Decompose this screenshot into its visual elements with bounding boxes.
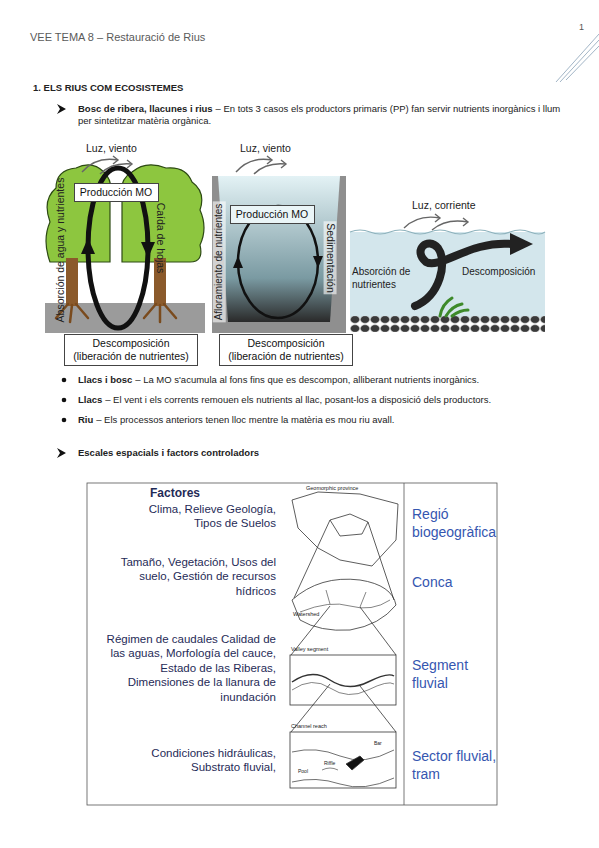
text: 1. ELS RIUS COM ECOSISTEMES: [33, 82, 183, 93]
vertical-label: Caída de hojas: [153, 203, 166, 274]
bold-lead: Llacs i bosc: [78, 374, 132, 385]
figure-label: Luz, corriente: [412, 199, 476, 212]
column-heading: Factores: [150, 486, 204, 501]
forest-figure: [45, 156, 205, 333]
text: Clima, Relieve Geología, Tipos de Suelos: [149, 503, 276, 529]
bold-lead: Llacs: [78, 394, 102, 405]
scale-name: Conca: [412, 574, 497, 592]
bold-lead: Factores: [150, 486, 200, 500]
running-header: VEE TEMA 8 – Restauració de Rius: [30, 31, 205, 45]
text-box: Producción MO: [74, 183, 159, 202]
text: Descomposición: [462, 266, 535, 277]
river-figure: [350, 214, 545, 332]
figure-label: Luz, viento: [240, 142, 291, 155]
scale-name: Sector fluvial, tram: [412, 748, 497, 783]
text: Segment fluvial: [412, 657, 468, 691]
text: Regió biogeogràfica: [412, 506, 496, 540]
figure-label: Descomposición: [462, 266, 535, 279]
bold-lead: Bosc de ribera, llacunes i rius: [78, 103, 213, 114]
text: Riffle: [324, 760, 335, 766]
text: – Els processos anteriors tenen lloc men…: [96, 414, 394, 425]
scales-figure: [87, 483, 497, 805]
text: Geomorphic province: [306, 485, 358, 491]
text: Valley segment: [291, 646, 328, 652]
text: Absorción de nutrientes: [352, 266, 410, 290]
text: Conca: [412, 574, 452, 590]
text-box: Descomposición (liberación de nutrientes…: [64, 334, 198, 366]
subheading: Escales espacials i factors controladors: [78, 447, 262, 459]
text: Luz, corriente: [412, 199, 476, 211]
section-heading: 1. ELS RIUS COM ECOSISTEMES: [33, 82, 183, 94]
bullet-item: Llacs i bosc– La MO s'acumula al fons fi…: [78, 374, 568, 386]
vertical-label: Absorción de agua y nutrientes: [54, 178, 67, 323]
map-label: Pool: [296, 768, 310, 774]
text-box: Producción MO: [230, 205, 315, 224]
map-label: Channel reach: [291, 723, 327, 730]
box-text: Descomposición (liberación de nutrientes…: [70, 337, 192, 362]
bold-lead: Riu: [78, 414, 93, 425]
map-label: Watershed: [293, 611, 319, 618]
text: Pool: [298, 768, 308, 774]
text: Watershed: [293, 611, 319, 617]
text: Caída de hojas: [155, 203, 167, 274]
text: Tamaño, Vegetación, Usos del suelo, Gest…: [121, 556, 276, 597]
factor-list: Tamaño, Vegetación, Usos del suelo, Gest…: [106, 555, 276, 598]
text: Luz, viento: [86, 142, 137, 154]
map-label: Riffle: [322, 760, 337, 766]
paragraph: Bosc de ribera, llacunes i rius– En tots…: [78, 103, 570, 127]
text: Régimen de caudales Calidad de las aguas…: [107, 633, 276, 703]
text: Afloramiento de nutrientes: [213, 204, 224, 321]
page-number: 1: [579, 22, 584, 33]
text: Sector fluvial, tram: [412, 748, 496, 782]
text: Luz, viento: [240, 142, 291, 154]
figure-label: Luz, viento: [86, 142, 137, 155]
text: Sedimentación: [325, 223, 337, 292]
bullet-item: Riu– Els processos anteriors tenen lloc …: [78, 414, 568, 426]
box-text: Descomposición (liberación de nutrientes…: [225, 337, 347, 362]
factor-list: Clima, Relieve Geología, Tipos de Suelos: [126, 502, 276, 531]
scale-name: Segment fluvial: [412, 657, 497, 692]
box-text: Producción MO: [80, 186, 152, 199]
factor-list: Régimen de caudales Calidad de las aguas…: [106, 632, 276, 704]
scale-name: Regió biogeogràfica: [412, 506, 497, 541]
text: Condiciones hidráulicas, Substrato fluvi…: [151, 747, 276, 773]
lake-figure: [212, 156, 346, 333]
text: Absorción de agua y nutrientes: [54, 178, 66, 323]
factor-list: Condiciones hidráulicas, Substrato fluvi…: [126, 746, 276, 775]
text: Channel reach: [291, 723, 327, 729]
map-label: Geomorphic province: [306, 485, 358, 492]
box-text: Producción MO: [236, 208, 308, 221]
text: – La MO s'acumula al fons fins que es de…: [135, 374, 479, 385]
text: Bar: [374, 740, 382, 746]
vertical-label: Afloramiento de nutrientes: [213, 202, 226, 323]
text: 1: [579, 22, 584, 32]
text-box: Descomposición (liberación de nutrientes…: [219, 334, 353, 366]
figure-label: Absorción de nutrientes: [352, 266, 418, 291]
bold-lead: Escales espacials i factors controladors: [78, 447, 259, 458]
map-label: Valley segment: [291, 646, 328, 653]
map-label: Bar: [372, 740, 384, 746]
text: – El vent i els corrents remouen els nut…: [105, 394, 491, 405]
bullet-item: Llacs– El vent i els corrents remouen el…: [78, 394, 568, 406]
header-decoration: [556, 34, 599, 82]
vertical-label: Sedimentación: [323, 221, 336, 294]
